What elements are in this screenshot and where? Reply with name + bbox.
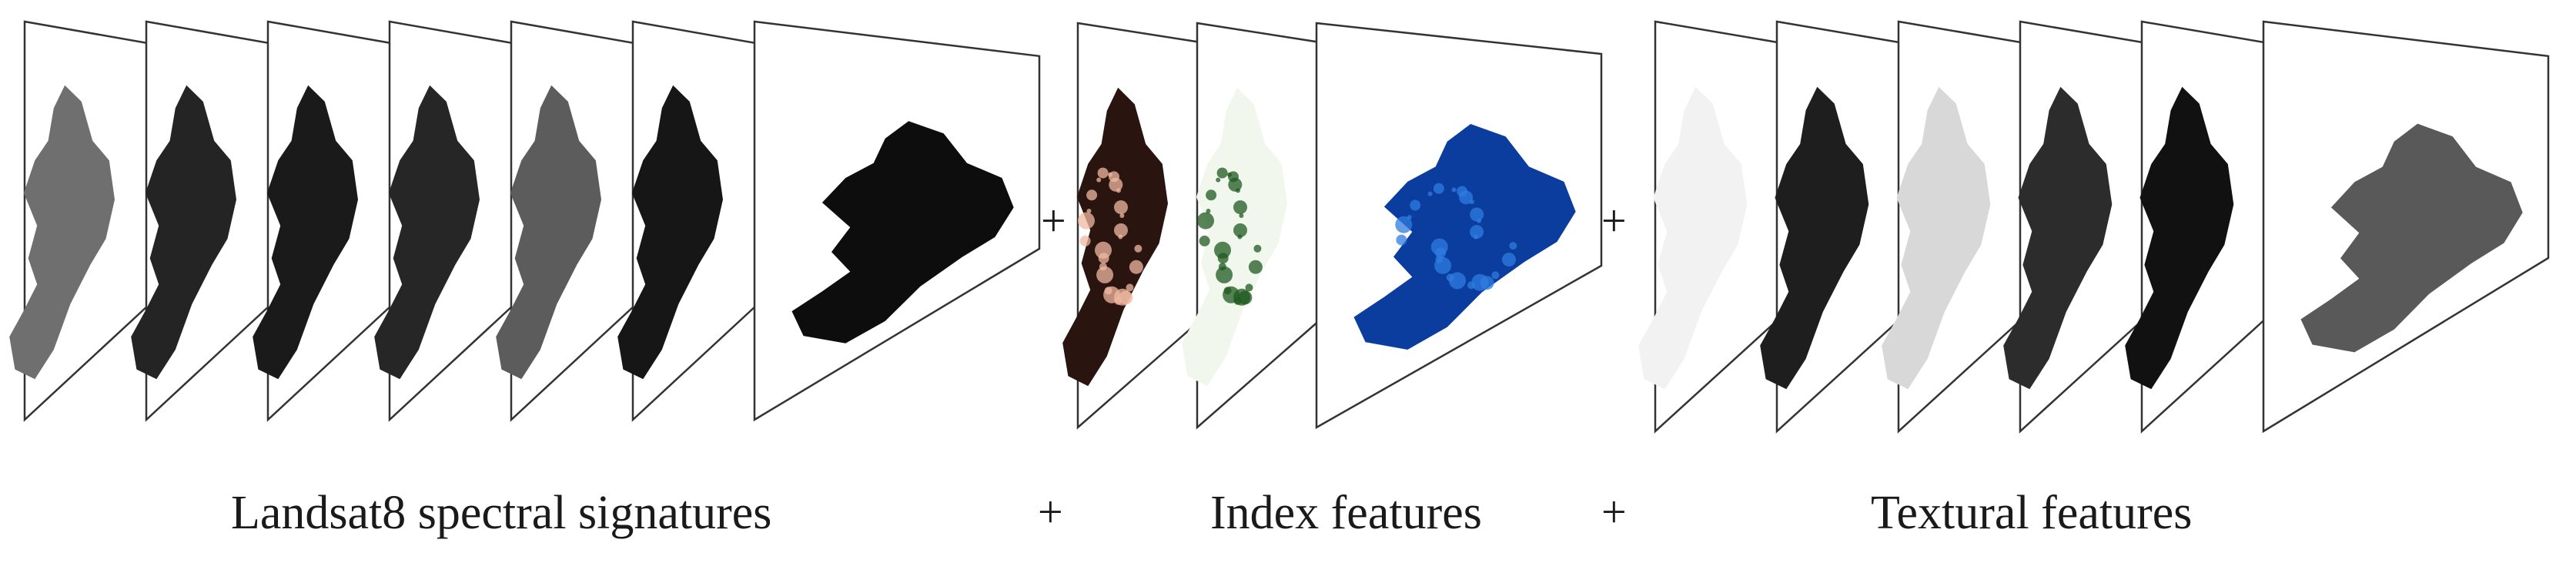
land-silhouette xyxy=(2300,123,2523,353)
land-silhouette-speckle xyxy=(1098,253,1109,264)
land-silhouette-speckle xyxy=(1129,260,1143,274)
layer-panel xyxy=(1062,22,1203,430)
land-silhouette xyxy=(2003,86,2113,390)
layer-panel xyxy=(2125,20,2270,434)
land-silhouette-speckle xyxy=(1227,172,1232,177)
caption-spectral-signatures: Landsat8 spectral signatures xyxy=(231,487,772,539)
caption-textural-features: Textural features xyxy=(1871,487,2193,539)
land-silhouette-speckle xyxy=(1491,271,1500,280)
land-silhouette-speckle xyxy=(1206,209,1211,213)
land-silhouette xyxy=(1353,124,1576,350)
land-silhouette-speckle xyxy=(1410,199,1421,211)
layer-panel xyxy=(1882,20,2027,434)
land-silhouette-speckle xyxy=(1114,223,1128,237)
land-silhouette-speckle xyxy=(1233,288,1250,306)
layer-panel xyxy=(2003,20,2149,434)
land-silhouette-speckle xyxy=(1109,177,1123,192)
land-silhouette-speckle xyxy=(1395,216,1413,233)
land-silhouette-speckle xyxy=(1471,273,1489,291)
land-silhouette-speckle xyxy=(1470,225,1484,240)
land-silhouette-speckle xyxy=(1216,266,1233,283)
land-silhouette-speckle xyxy=(1459,190,1474,205)
land-silhouette xyxy=(131,85,236,380)
layer-panel xyxy=(496,20,636,422)
plus-operator-caption-2: + xyxy=(1601,487,1627,537)
layer-panel xyxy=(2262,20,2550,434)
layer-panel xyxy=(9,20,149,422)
land-silhouette xyxy=(1882,86,1991,390)
land-silhouette-speckle xyxy=(1502,253,1516,267)
land-silhouette-speckle xyxy=(1096,266,1114,283)
land-silhouette-speckle xyxy=(1079,235,1091,246)
layer-panel xyxy=(1182,22,1322,430)
land-silhouette-speckle xyxy=(1086,209,1092,213)
land-silhouette-speckle xyxy=(1108,172,1112,177)
land-silhouette xyxy=(496,85,601,380)
land-silhouette xyxy=(1760,86,1869,390)
land-silhouette-speckle xyxy=(1206,189,1217,201)
land-silhouette xyxy=(253,85,358,380)
land-silhouette-speckle xyxy=(1396,234,1407,246)
land-silhouette-speckle xyxy=(1233,200,1247,215)
layer-panel xyxy=(1315,22,1603,430)
land-silhouette xyxy=(791,121,1014,343)
land-silhouette xyxy=(1638,86,1748,390)
land-silhouette-speckle xyxy=(1217,253,1229,264)
plus-operator-top-2: + xyxy=(1601,196,1627,246)
land-silhouette-speckle xyxy=(1233,223,1247,237)
layer-panel xyxy=(1760,20,1905,434)
land-silhouette-speckle xyxy=(1097,167,1109,179)
land-silhouette-speckle xyxy=(1248,260,1263,274)
land-silhouette-speckle xyxy=(1239,213,1244,218)
layer-panel xyxy=(1638,20,1784,434)
land-silhouette-speckle xyxy=(1451,187,1457,193)
land-silhouette xyxy=(374,85,480,380)
land-silhouette-speckle xyxy=(1434,256,1452,274)
land-silhouette-speckle xyxy=(1470,207,1484,222)
land-silhouette xyxy=(1182,87,1287,387)
land-silhouette-speckle xyxy=(1245,283,1253,292)
land-silhouette-speckle xyxy=(1086,189,1098,201)
land-silhouette xyxy=(617,85,723,380)
land-silhouette-speckle xyxy=(1199,235,1210,246)
land-silhouette-speckle xyxy=(1216,167,1228,179)
land-silhouette-speckle xyxy=(1114,200,1128,215)
land-silhouette-speckle xyxy=(1114,288,1131,306)
land-silhouette-speckle xyxy=(1228,177,1243,192)
land-silhouette-speckle xyxy=(1449,272,1466,290)
land-silhouette-speckle xyxy=(1216,177,1221,183)
layer-panel xyxy=(253,20,393,422)
land-silhouette xyxy=(2125,86,2234,390)
land-silhouette xyxy=(9,85,115,380)
plus-operator-top-1: + xyxy=(1041,196,1066,246)
land-silhouette-speckle xyxy=(1078,212,1095,230)
land-silhouette-speckle xyxy=(1096,177,1102,183)
land-silhouette-speckle xyxy=(1433,183,1444,194)
layer-panel xyxy=(374,20,514,422)
land-silhouette-speckle xyxy=(1253,244,1262,253)
land-silhouette-speckle xyxy=(1427,191,1433,196)
land-silhouette-speckle xyxy=(1134,244,1142,253)
land-silhouette-speckle xyxy=(1119,213,1125,218)
land-silhouette xyxy=(1062,87,1168,387)
layer-panel xyxy=(753,20,1041,422)
plus-operator-caption-1: + xyxy=(1038,487,1063,537)
land-silhouette-speckle xyxy=(1407,215,1412,220)
layer-panel xyxy=(131,20,271,422)
land-silhouette-speckle xyxy=(1509,242,1517,250)
caption-index-features: Index features xyxy=(1210,487,1482,539)
land-silhouette-speckle xyxy=(1126,283,1134,292)
layer-panel xyxy=(617,20,758,422)
land-silhouette-speckle xyxy=(1435,247,1447,259)
land-silhouette-speckle xyxy=(1197,212,1214,230)
